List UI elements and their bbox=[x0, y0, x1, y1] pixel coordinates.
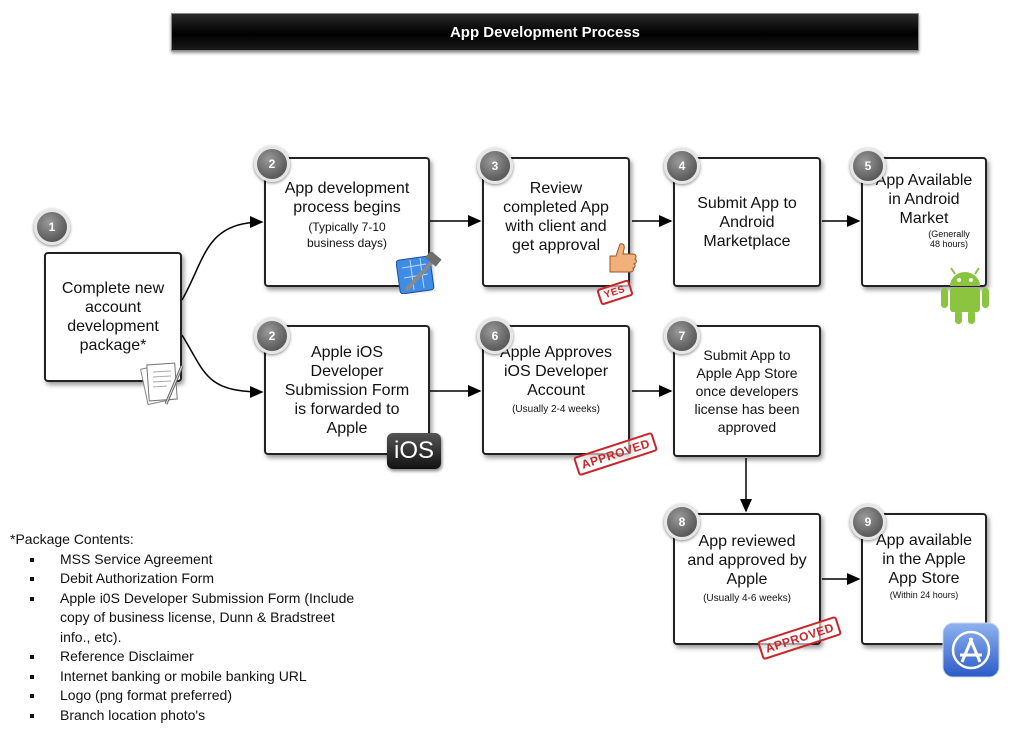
step-2a-badge: 2 bbox=[254, 146, 290, 182]
package-contents: *Package Contents: MSS Service Agreement… bbox=[10, 530, 360, 725]
page-title: App Development Process bbox=[171, 13, 919, 51]
step-7-main: Submit App to Apple App Store once devel… bbox=[694, 347, 800, 435]
step-3-box: Review completed App with client and get… bbox=[482, 157, 630, 287]
step-6-main: Apple Approves iOS Developer Account bbox=[499, 344, 613, 399]
step-4-box: Submit App to Android Marketplace bbox=[673, 157, 821, 287]
package-contents-heading: *Package Contents: bbox=[10, 531, 134, 547]
step-9-badge: 9 bbox=[850, 504, 886, 540]
step-4-main: Submit App to Android Marketplace bbox=[697, 194, 797, 250]
package-contents-list: MSS Service Agreement Debit Authorizatio… bbox=[10, 550, 360, 726]
list-item: Reference Disclaimer bbox=[10, 647, 360, 667]
arrow-1-2b bbox=[181, 334, 264, 398]
step-2b-main: Apple iOS Developer Submission Form is f… bbox=[284, 343, 410, 437]
step-6-badge: 6 bbox=[477, 318, 513, 354]
step-5-badge: 5 bbox=[850, 148, 886, 184]
list-item: Internet banking or mobile banking URL bbox=[10, 667, 360, 687]
step-2b-badge: 2 bbox=[254, 318, 290, 354]
list-item: Branch location photo's bbox=[10, 706, 360, 726]
xcode-icon bbox=[395, 250, 442, 299]
list-item: Logo (png format preferred) bbox=[10, 686, 360, 706]
list-item: Debit Authorization Form bbox=[10, 569, 360, 589]
step-4-badge: 4 bbox=[664, 148, 700, 184]
step-6-sub: (Usually 2-4 weeks) bbox=[512, 404, 600, 415]
list-item: MSS Service Agreement bbox=[10, 550, 360, 570]
ios-logo: iOS bbox=[387, 433, 441, 469]
step-3-main: Review completed App with client and get… bbox=[503, 180, 609, 254]
step-1-box: Complete new account development package… bbox=[44, 252, 182, 382]
step-1-badge: 1 bbox=[34, 209, 70, 245]
step-5-sub: (Generally 48 hours) bbox=[928, 229, 970, 249]
step-3-badge: 3 bbox=[477, 148, 513, 184]
step-7-box: Submit App to Apple App Store once devel… bbox=[673, 325, 821, 457]
step-5-main: App Available in Android Market bbox=[875, 172, 973, 227]
document-icon bbox=[139, 360, 184, 413]
arrow-1-2a bbox=[181, 216, 264, 301]
step-8-box: App reviewed and approved by Apple (Usua… bbox=[673, 513, 821, 645]
thumbs-up-icon bbox=[602, 240, 638, 281]
android-icon bbox=[938, 266, 992, 331]
step-7-badge: 7 bbox=[664, 318, 700, 354]
step-9-sub: (Within 24 hours) bbox=[889, 589, 959, 600]
step-1-text: Complete new account development package… bbox=[61, 280, 165, 354]
step-5-box: App Available in Android Market (General… bbox=[861, 157, 987, 287]
step-8-badge: 8 bbox=[664, 504, 700, 540]
step-8-main: App reviewed and approved by Apple bbox=[687, 533, 807, 588]
step-2a-main: App development process begins bbox=[284, 180, 410, 216]
step-2a-sub: (Typically 7-10 business days) bbox=[306, 220, 388, 250]
app-store-icon bbox=[942, 622, 1000, 683]
list-item: Apple i0S Developer Submission Form (Inc… bbox=[10, 589, 360, 648]
step-8-sub: (Usually 4-6 weeks) bbox=[703, 593, 791, 604]
step-9-main: App available in the Apple App Store bbox=[875, 531, 973, 587]
